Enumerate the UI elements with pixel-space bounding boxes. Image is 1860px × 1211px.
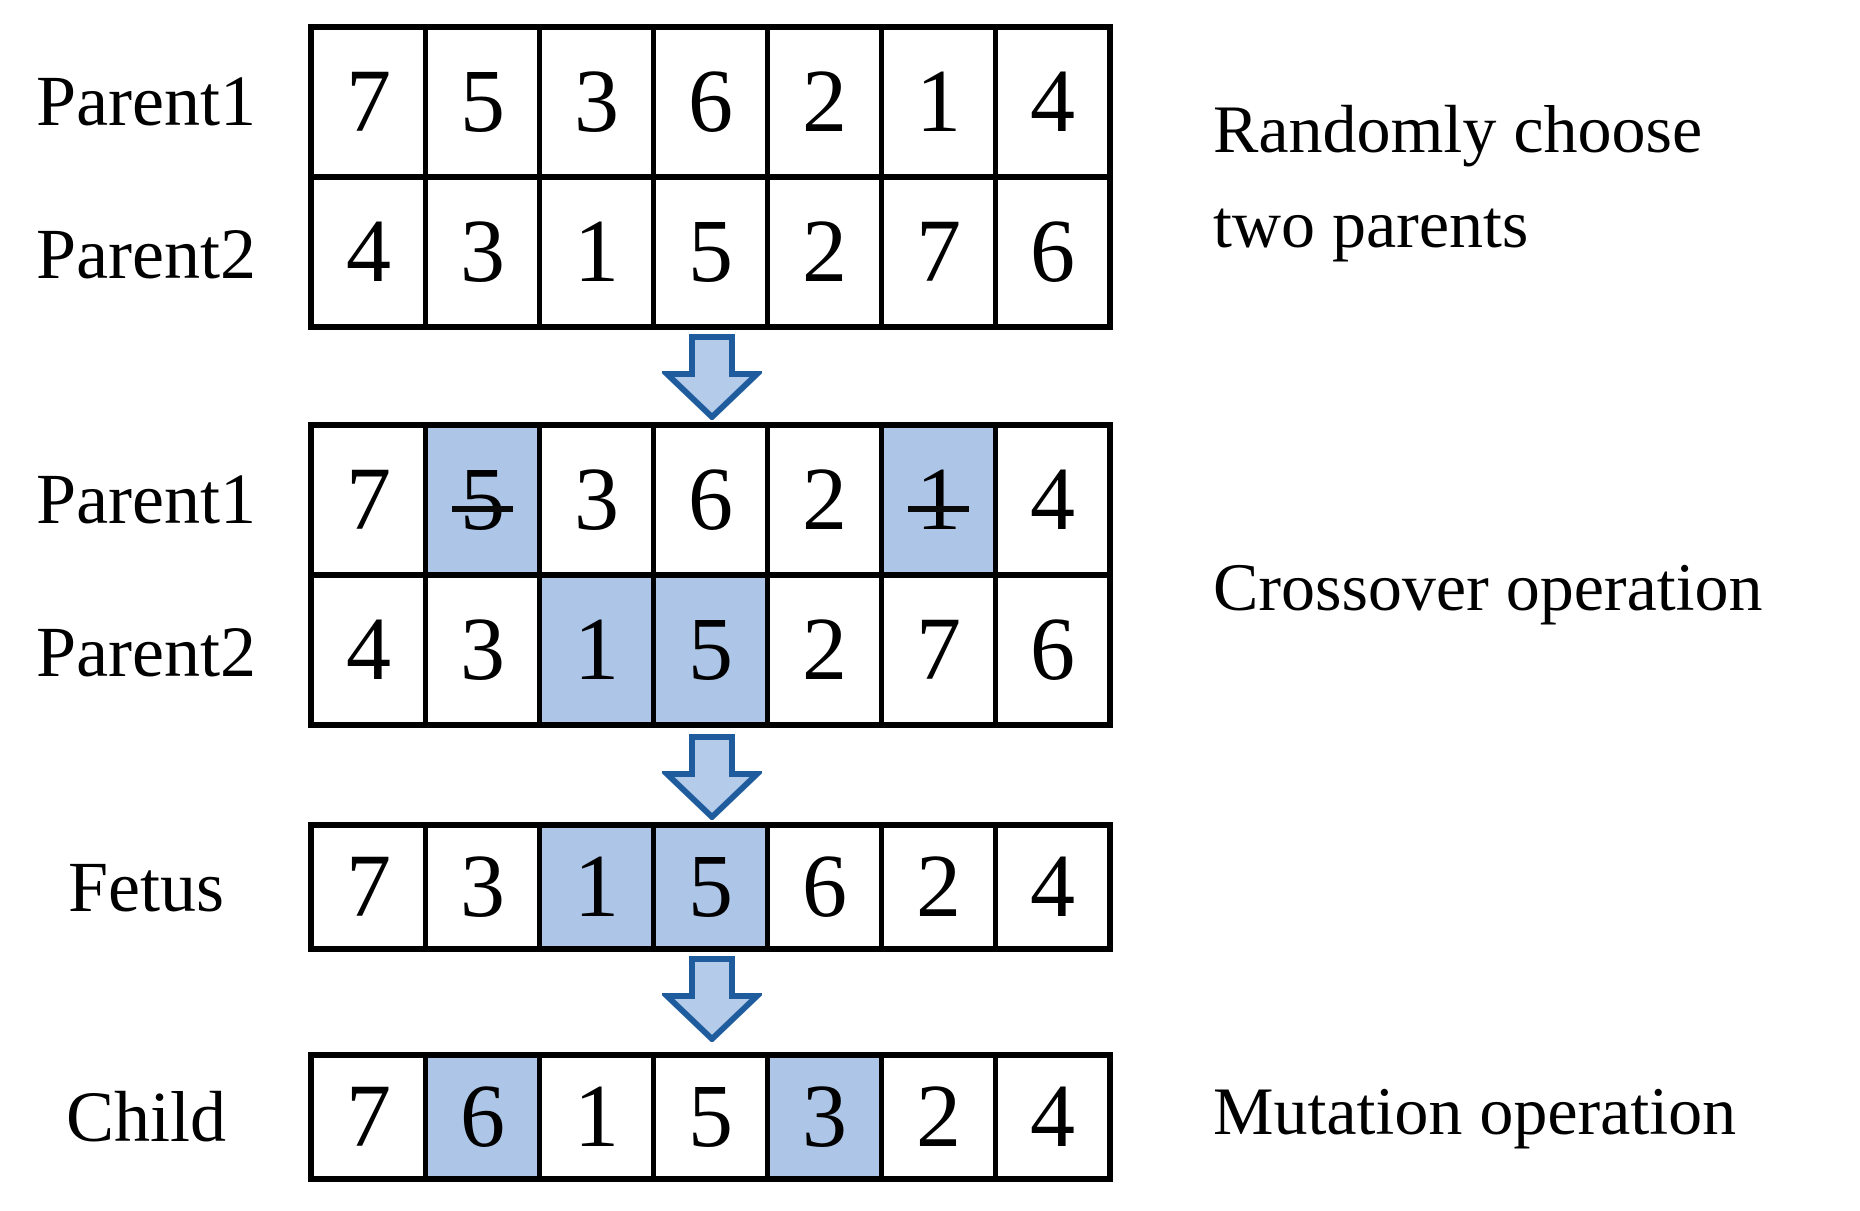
child-row: 7 6 1 5 3 2 4 (314, 1058, 1107, 1176)
gene-cell: 5 (651, 180, 765, 324)
gene-cell-highlighted: 6 (423, 1058, 537, 1176)
gene-cell: 6 (993, 578, 1107, 722)
gene-cell: 3 (537, 428, 651, 572)
fetus-label: Fetus (67, 847, 225, 927)
strikethrough-mark (907, 505, 969, 512)
gene-value: 1 (916, 450, 961, 549)
gene-cell: 3 (423, 578, 537, 722)
gene-cell-crossed-out: 5 (423, 428, 537, 572)
gene-cell: 4 (993, 828, 1107, 946)
gene-cell: 7 (314, 1058, 423, 1176)
gene-cell: 3 (537, 30, 651, 174)
gene-cell-highlighted: 5 (651, 828, 765, 946)
gene-cell: 4 (993, 30, 1107, 174)
gene-cell: 2 (765, 578, 879, 722)
selection-parent2-label: Parent2 (36, 213, 256, 294)
gene-cell: 3 (423, 180, 537, 324)
fetus-table: 7 3 1 5 6 2 4 (308, 822, 1113, 952)
gene-cell: 7 (314, 30, 423, 174)
gene-cell: 6 (651, 428, 765, 572)
gene-cell-highlighted: 5 (651, 578, 765, 722)
gene-cell: 2 (765, 428, 879, 572)
gene-cell: 2 (879, 828, 993, 946)
selection-table: 7 5 3 6 2 1 4 4 3 1 5 2 7 6 (308, 24, 1113, 330)
mutation-annotation: Mutation operation (1213, 1064, 1736, 1159)
gene-cell: 7 (879, 180, 993, 324)
gene-cell: 2 (765, 30, 879, 174)
crossover-parent1-row: 7 5 3 6 2 1 4 (314, 428, 1107, 578)
gene-cell: 7 (879, 578, 993, 722)
gene-cell: 4 (314, 180, 423, 324)
selection-parent1-row: 7 5 3 6 2 1 4 (314, 30, 1107, 180)
selection-parent1-label: Parent1 (36, 60, 256, 141)
gene-cell: 3 (423, 828, 537, 946)
crossover-parent2-label: Parent2 (36, 611, 256, 692)
selection-parent2-row: 4 3 1 5 2 7 6 (314, 180, 1107, 324)
gene-cell: 7 (314, 828, 423, 946)
gene-cell: 4 (993, 1058, 1107, 1176)
down-arrow-icon (662, 956, 762, 1042)
gene-cell: 6 (765, 828, 879, 946)
crossover-annotation: Crossover operation (1213, 540, 1763, 635)
strikethrough-mark (451, 505, 513, 512)
gene-cell-highlighted: 1 (537, 828, 651, 946)
annotation-line: Randomly choose (1213, 91, 1703, 167)
child-table: 7 6 1 5 3 2 4 (308, 1052, 1113, 1182)
down-arrow-icon (662, 334, 762, 420)
child-label: Child (65, 1077, 227, 1157)
fetus-row: 7 3 1 5 6 2 4 (314, 828, 1107, 946)
crossover-parent2-row: 4 3 1 5 2 7 6 (314, 578, 1107, 722)
gene-cell: 1 (537, 180, 651, 324)
gene-value: 5 (460, 450, 505, 549)
gene-cell: 2 (765, 180, 879, 324)
gene-cell: 1 (879, 30, 993, 174)
gene-cell: 5 (423, 30, 537, 174)
gene-cell-highlighted: 1 (537, 578, 651, 722)
gene-cell: 4 (993, 428, 1107, 572)
selection-annotation: Randomly choose two parents (1213, 82, 1702, 272)
annotation-line: Crossover operation (1213, 549, 1763, 625)
gene-cell: 6 (993, 180, 1107, 324)
crossover-table: 7 5 3 6 2 1 4 4 3 1 5 2 7 6 (308, 422, 1113, 728)
gene-cell: 2 (879, 1058, 993, 1176)
gene-cell: 1 (537, 1058, 651, 1176)
gene-cell: 6 (651, 30, 765, 174)
annotation-line: Mutation operation (1213, 1073, 1737, 1149)
gene-cell-crossed-out: 1 (879, 428, 993, 572)
gene-cell-highlighted: 3 (765, 1058, 879, 1176)
gene-cell: 4 (314, 578, 423, 722)
annotation-line: two parents (1213, 186, 1529, 262)
gene-cell: 5 (651, 1058, 765, 1176)
crossover-parent1-label: Parent1 (36, 458, 256, 539)
gene-cell: 7 (314, 428, 423, 572)
down-arrow-icon (662, 734, 762, 820)
